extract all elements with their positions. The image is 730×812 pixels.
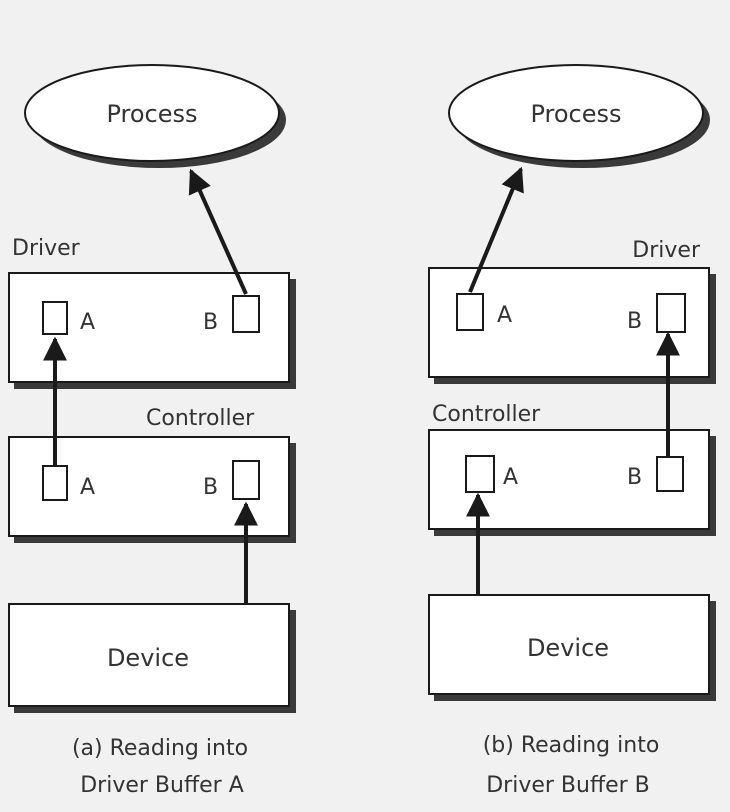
panel-a-driver-buffer-a-label: A (80, 310, 95, 335)
panel-b-controller-label: Controller (432, 402, 541, 427)
panel-a-driver-buffer-a (42, 301, 68, 335)
panel-a-process-node: Process (24, 64, 286, 168)
panel-b-device-label: Device (527, 634, 609, 662)
panel-a-driver-label: Driver (12, 236, 81, 261)
panel-b-process-label: Process (530, 100, 621, 128)
panel-a-controller-buffer-a-label: A (80, 475, 95, 500)
panel-a-process-label: Process (106, 100, 197, 128)
panel-b-process-node: Process (448, 64, 710, 168)
panel-b: Process Driver A B Controller A B Device (428, 64, 716, 798)
panel-a-device-label: Device (107, 644, 189, 672)
panel-b-driver-buffer-a-label: A (497, 303, 512, 328)
panel-b-controller-buffer-a-label: A (503, 465, 518, 490)
panel-b-device-box: Device (428, 594, 716, 701)
panel-a-arrow-driver-b-to-process (188, 168, 248, 295)
panel-b-controller-buffer-b (656, 456, 684, 492)
panel-a-controller-buffer-b (232, 460, 260, 500)
panel-b-driver-label: Driver (632, 238, 701, 263)
panel-b-controller-buffer-a (465, 455, 495, 493)
panel-a: Process Driver A B Controller A B Device (8, 64, 296, 798)
panel-b-caption-line2: Driver Buffer B (486, 773, 650, 798)
panel-b-arrow-driver-a-to-process (468, 166, 524, 293)
panel-b-controller-buffer-b-label: B (627, 465, 642, 490)
panel-b-caption-line1: (b) Reading into (483, 733, 660, 758)
panel-b-driver-buffer-a (456, 293, 484, 331)
panel-b-driver-buffer-b-label: B (627, 309, 642, 334)
panel-a-caption-line2: Driver Buffer A (80, 773, 244, 798)
panel-a-driver-buffer-b (232, 295, 260, 333)
panel-a-controller-buffer-b-label: B (203, 475, 218, 500)
panel-b-driver-buffer-b (656, 293, 686, 333)
panel-a-caption-line1: (a) Reading into (72, 736, 248, 761)
panel-a-driver-buffer-b-label: B (203, 310, 218, 335)
panel-a-controller-buffer-a (42, 465, 68, 501)
panel-a-controller-label: Controller (146, 406, 255, 431)
panel-a-device-box: Device (8, 603, 296, 713)
